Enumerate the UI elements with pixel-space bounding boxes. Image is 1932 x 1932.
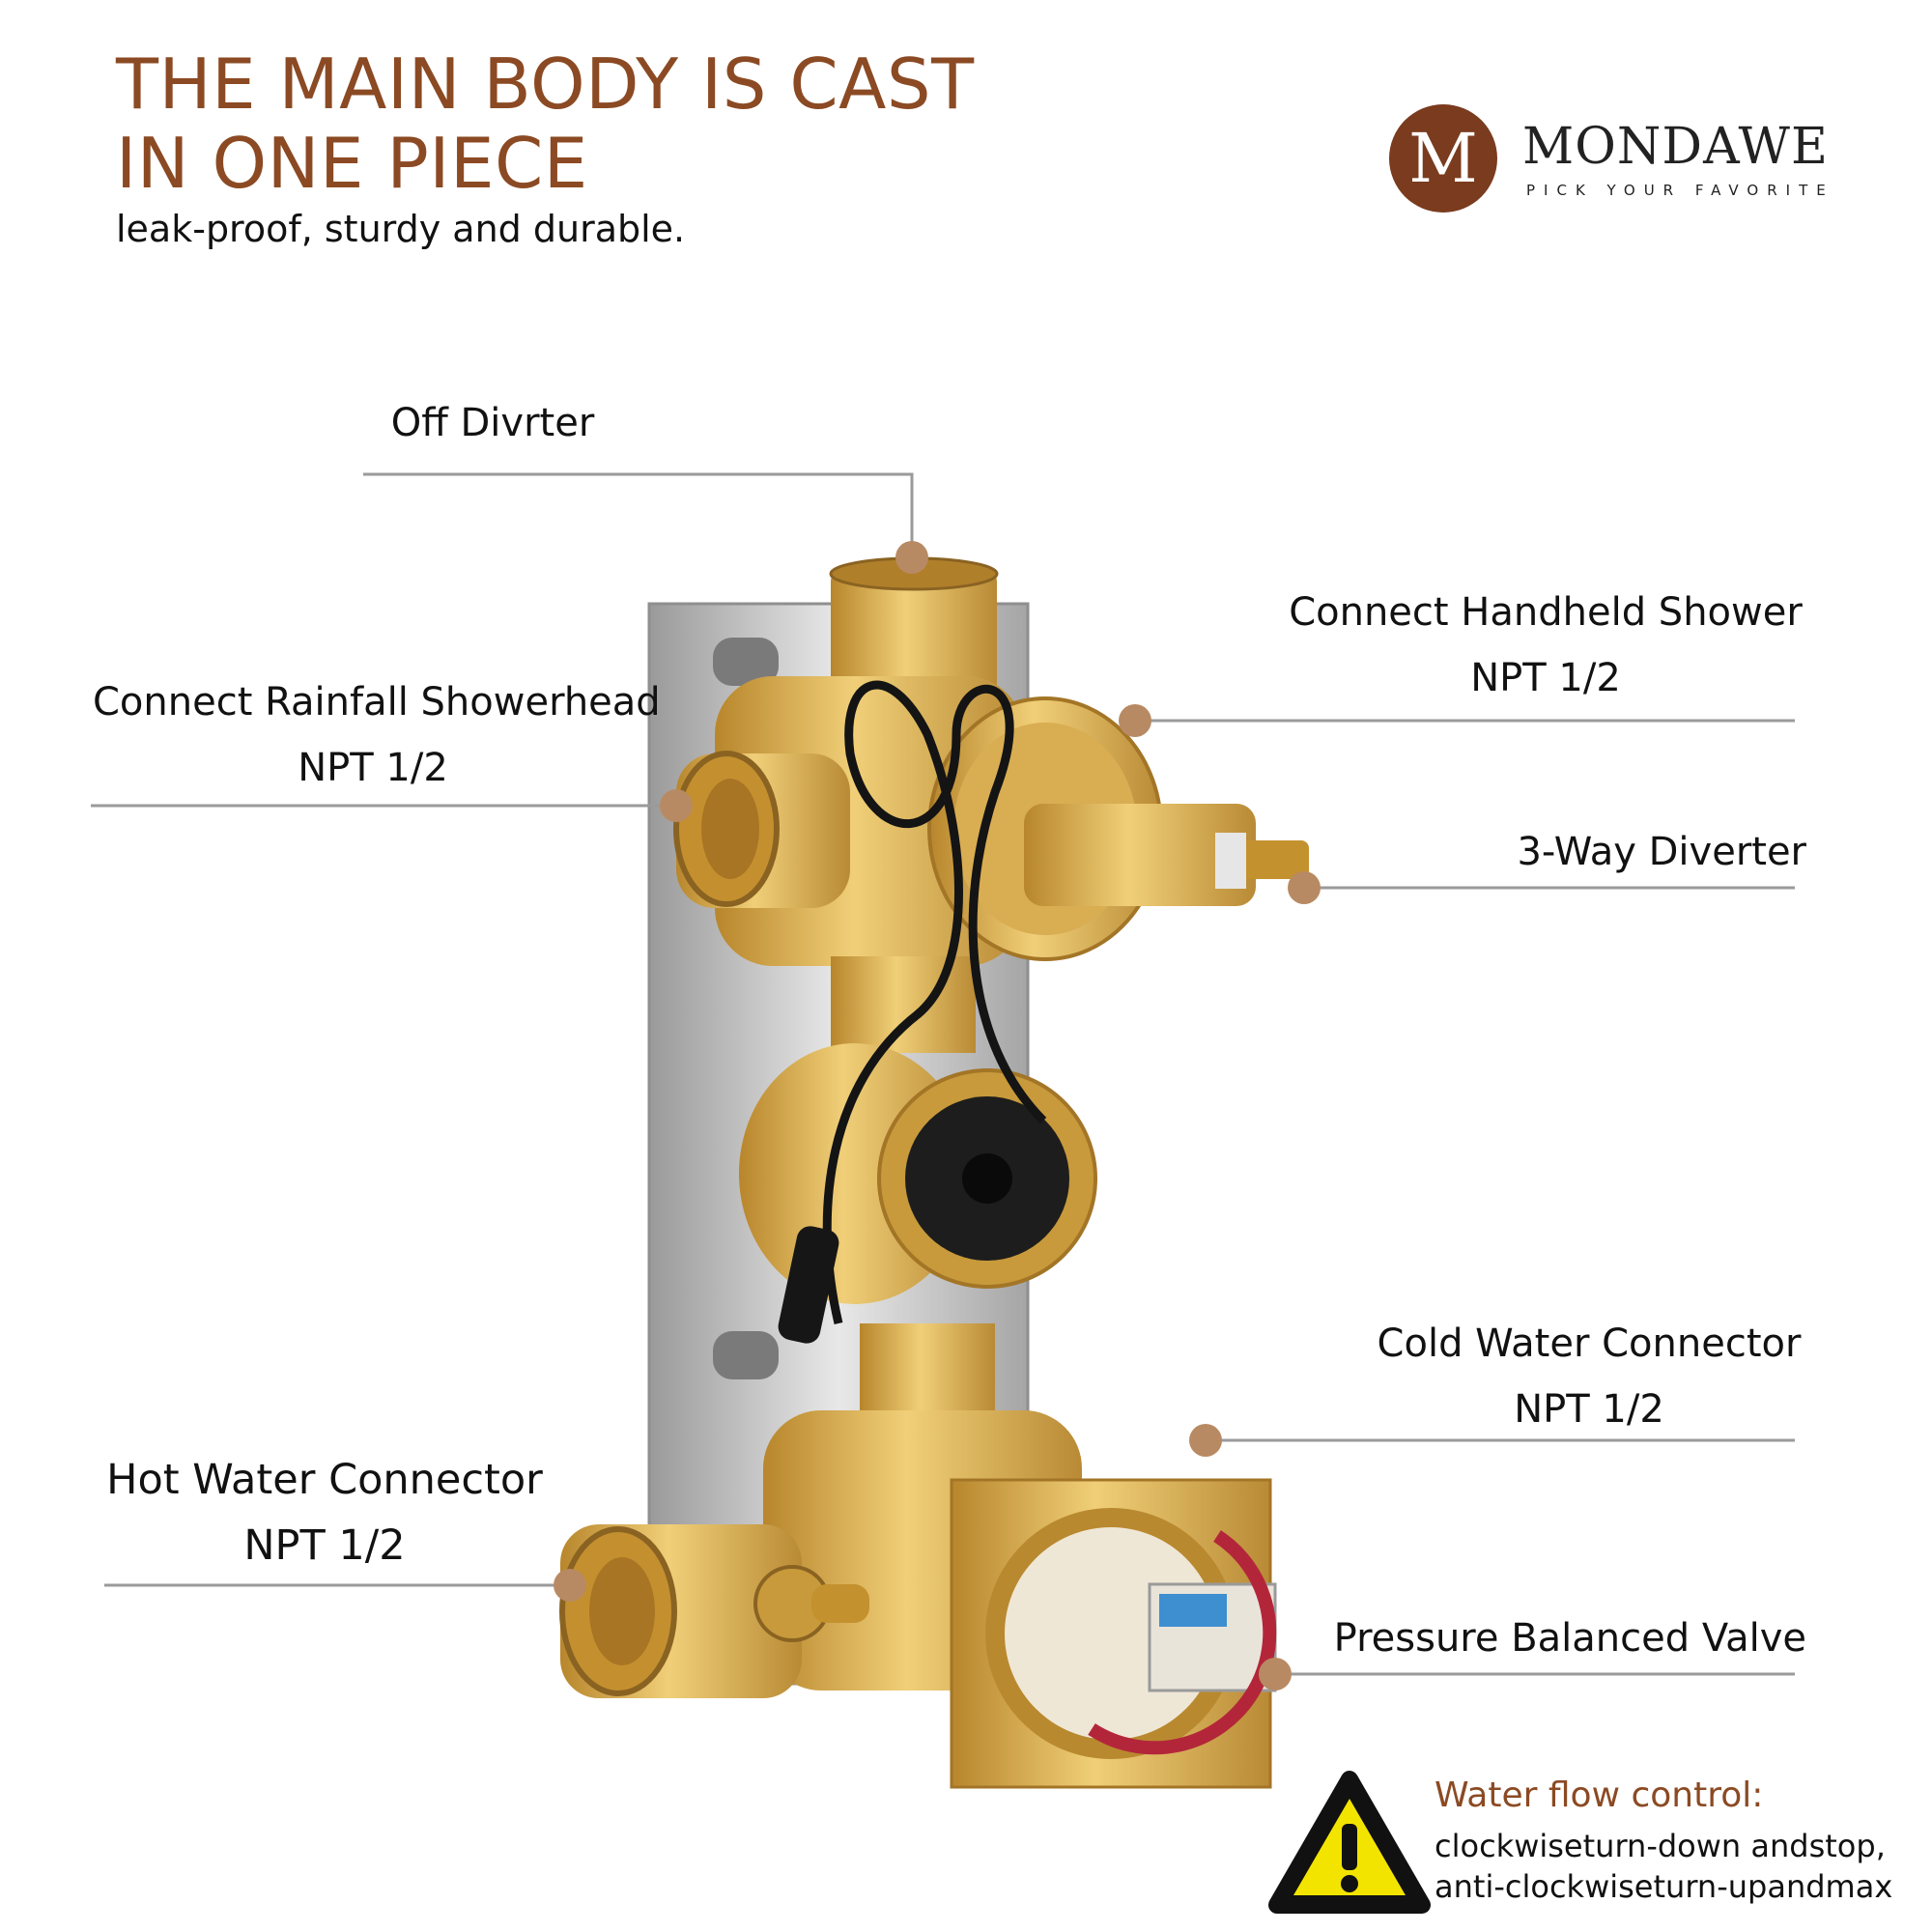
marker-pressure-valve <box>1259 1658 1292 1690</box>
callout-handheld: Connect Handheld Shower NPT 1/2 <box>1285 580 1806 711</box>
marker-rainfall <box>660 789 693 822</box>
callout-hot-water-spec: NPT 1/2 <box>243 1521 406 1570</box>
marker-hot-water <box>554 1569 586 1602</box>
warning-line-2: anti-clockwiseturn-upandmax <box>1435 1868 1893 1905</box>
marker-cold-water <box>1189 1424 1222 1457</box>
cable-connector <box>778 1226 839 1344</box>
brand-mark-icon: M <box>1389 104 1497 213</box>
tagline: leak-proof, sturdy and durable. <box>116 208 686 250</box>
sensor-cable <box>822 680 1047 1325</box>
brand-logo: M MONDAWE PICK YOUR FAVORITE <box>1389 104 1843 216</box>
callout-cold-water-title: Cold Water Connector <box>1377 1321 1802 1366</box>
marker-off-diverter <box>895 541 928 574</box>
callout-pressure-valve: Pressure Balanced Valve <box>1333 1605 1806 1671</box>
callout-rainfall-title: Connect Rainfall Showerhead <box>93 680 661 724</box>
valve-illustration <box>559 556 1309 1789</box>
warning-title: Water flow control: <box>1435 1776 1764 1815</box>
callout-markers <box>554 541 1321 1690</box>
callout-hot-water-title: Hot Water Connector <box>106 1456 543 1504</box>
callout-off-diverter: Off Divrter <box>319 390 667 456</box>
marker-handheld <box>1119 704 1151 737</box>
callout-hot-water: Hot Water Connector NPT 1/2 <box>93 1447 556 1578</box>
brand-name: MONDAWE <box>1522 118 1829 176</box>
leader-line-off-diverter <box>363 472 914 555</box>
diverter-tip <box>1241 840 1309 879</box>
callout-handheld-spec: NPT 1/2 <box>1470 656 1621 700</box>
callout-rainfall: Connect Rainfall Showerhead NPT 1/2 <box>93 669 661 801</box>
warning-line-1: clockwiseturn-down andstop, <box>1435 1828 1886 1864</box>
callout-three-way: 3-Way Diverter <box>1497 819 1806 885</box>
callout-cold-water-spec: NPT 1/2 <box>1514 1387 1664 1432</box>
diverter-stem <box>1024 804 1256 906</box>
middle-neck <box>831 956 976 1053</box>
leader-lines <box>91 472 1795 1676</box>
top-outlet <box>831 568 997 703</box>
warning-icon <box>1268 1771 1431 1914</box>
plate-slot-bottom <box>713 1331 779 1379</box>
callout-handheld-title: Connect Handheld Shower <box>1289 590 1803 635</box>
callout-three-way-title: 3-Way Diverter <box>1517 830 1806 874</box>
page-title: THE MAIN BODY IS CAST IN ONE PIECE <box>116 44 975 203</box>
page-title-line-2: IN ONE PIECE <box>116 123 588 204</box>
plate-slot-top <box>713 638 779 686</box>
callout-pressure-valve-title: Pressure Balanced Valve <box>1333 1616 1806 1661</box>
marker-three-way <box>1288 871 1321 904</box>
callout-rainfall-spec: NPT 1/2 <box>298 746 448 790</box>
callout-cold-water: Cold Water Connector NPT 1/2 <box>1372 1311 1806 1442</box>
page-title-line-1: THE MAIN BODY IS CAST <box>116 43 975 125</box>
callout-off-diverter-title: Off Divrter <box>390 401 595 445</box>
brand-slogan: PICK YOUR FAVORITE <box>1526 182 1834 199</box>
